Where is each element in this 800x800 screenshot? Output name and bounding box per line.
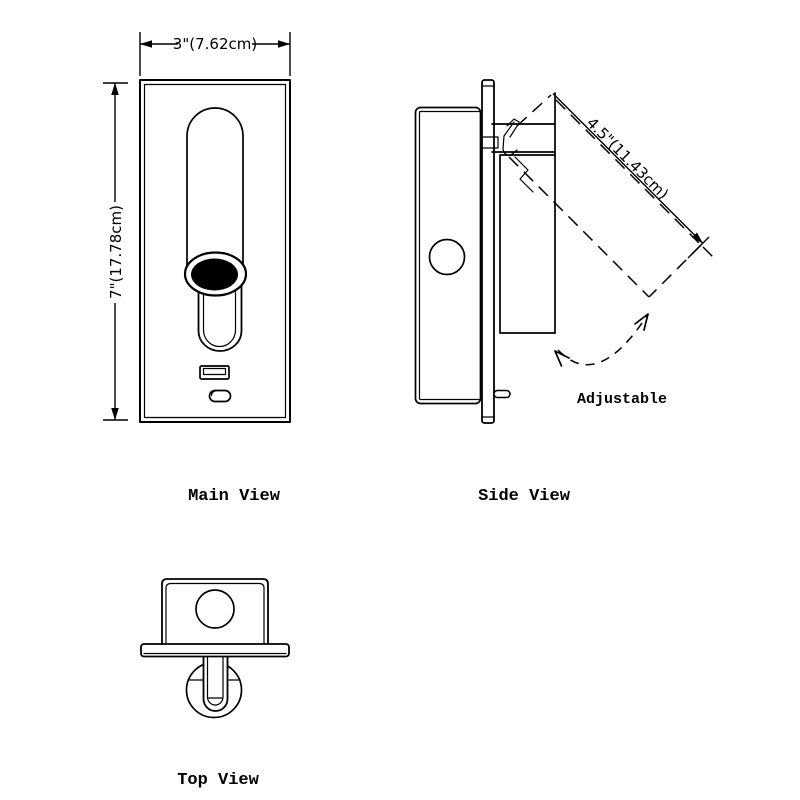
side-view: 4.5"(11.43cm) Adjustable Side View [414, 79, 717, 506]
height-dimension-label: 7"(17.78cm) [107, 205, 125, 299]
main-view: 3"(7.62cm) 7"(17.78cm) [103, 32, 291, 506]
arm-length-dimension-label: 4.5"(11.43cm) [583, 114, 672, 203]
lamp-side-rotated-dashed [508, 94, 717, 298]
recess-box-top-inner [165, 582, 265, 646]
lamp-body-front [197, 282, 243, 352]
lamp-side-solid [491, 92, 556, 334]
faceplate-end-caps [481, 85, 495, 418]
height-dimension: 7"(17.78cm) [103, 82, 128, 421]
adjustable-note: Adjustable [577, 391, 667, 408]
width-dimension-label: 3"(7.62cm) [173, 35, 257, 53]
lamp-stem-top [202, 656, 229, 712]
lamp-stem-top-inner [206, 655, 224, 706]
lamp-head-lens [191, 258, 238, 291]
recess-box-top [161, 578, 269, 645]
recess-box [414, 106, 482, 405]
lamp-body-front-inner [202, 283, 237, 348]
rotation-arrow [554, 313, 649, 367]
faceplate-top [140, 643, 290, 658]
top-view: Top View [140, 578, 290, 790]
main-view-label: Main View [188, 487, 281, 506]
side-view-label: Side View [478, 487, 571, 506]
bracket-lines [482, 136, 499, 149]
faceplate-inner-frame [143, 83, 287, 419]
toggle-switch [208, 389, 232, 403]
switch-tab-side [493, 389, 511, 399]
faceplate-outer-frame [139, 79, 291, 423]
width-dimension: 3"(7.62cm) [139, 32, 291, 76]
faceplate-edge [481, 79, 495, 424]
recess-box-inner-lines [418, 110, 481, 401]
wire-hole [428, 238, 466, 276]
wire-hole-top [195, 589, 235, 629]
top-view-label: Top View [177, 771, 259, 790]
usb-port [199, 365, 230, 380]
lamp-slot [186, 107, 244, 271]
